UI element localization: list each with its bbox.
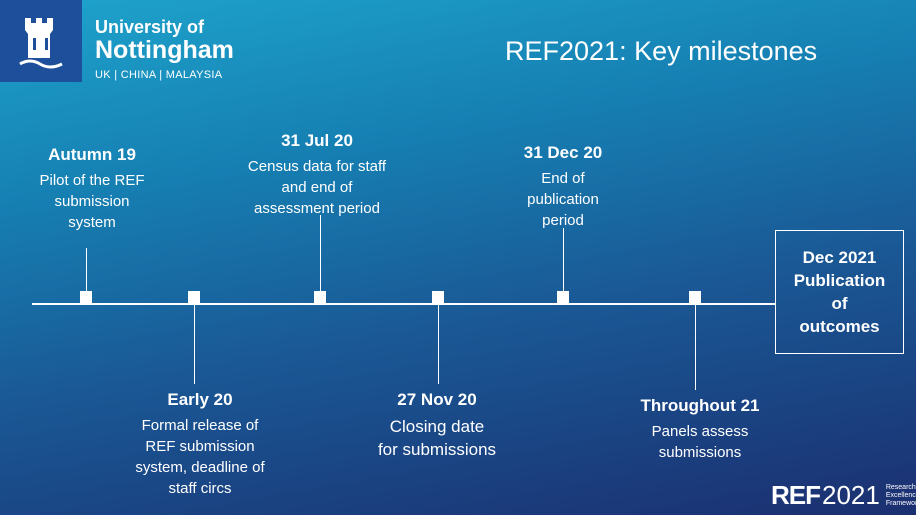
timeline-marker [557, 291, 569, 303]
ref-logo-sub: Excellence [885, 491, 916, 499]
logo-line1: University of [95, 17, 205, 37]
milestone-27-nov-20: 27 Nov 20 Closing date for submissions [378, 390, 496, 461]
milestone-desc: End of [541, 170, 585, 187]
milestone-heading: Throughout 21 [640, 396, 760, 415]
milestone-desc: Closing date [389, 417, 485, 436]
connector-line [194, 304, 195, 384]
timeline-axis [32, 303, 775, 305]
milestone-desc: and end of [281, 179, 353, 196]
milestone-heading: 31 Dec 20 [523, 143, 603, 162]
ref-logo-bold: REF [771, 480, 821, 510]
milestone-desc: for submissions [377, 440, 497, 459]
timeline-marker [314, 291, 326, 303]
final-line: outcomes [799, 317, 880, 336]
final-line: of [831, 294, 848, 313]
milestone-desc: Pilot of the REF [39, 172, 145, 189]
logo-line3: UK | CHINA | MALAYSIA [95, 69, 223, 81]
ref-logo-sub: Research [885, 483, 916, 491]
ref2021-logo: REF 2021 Research Excellence Framework [771, 480, 916, 511]
milestone-desc: system, deadline of [135, 459, 265, 476]
milestone-desc: Formal release of [141, 417, 259, 434]
ref-logo-year: 2021 [822, 480, 880, 510]
connector-line [563, 228, 564, 292]
milestone-desc: staff circs [168, 480, 232, 497]
milestone-31-dec-20: 31 Dec 20 End of publication period [524, 143, 602, 231]
milestone-throughout-21: Throughout 21 Panels assess submissions [641, 396, 760, 463]
slide-title: REF2021: Key milestones [505, 36, 818, 66]
connector-line [86, 248, 87, 292]
ref-logo-sub: Framework [885, 499, 916, 507]
timeline-marker [689, 291, 701, 303]
milestone-heading: 31 Jul 20 [281, 131, 353, 150]
milestone-desc: period [542, 212, 584, 229]
connector-line [438, 304, 439, 384]
milestone-desc: Panels assess [651, 423, 749, 440]
university-crest-logo [0, 0, 82, 82]
milestone-desc: Census data for staff [247, 158, 387, 175]
milestone-autumn-19: Autumn 19 Pilot of the REF submission sy… [39, 145, 144, 233]
milestone-desc: system [68, 214, 116, 231]
timeline-marker [80, 291, 92, 303]
milestone-desc: submission [54, 193, 130, 210]
connector-line [695, 304, 696, 390]
final-line: Publication [793, 271, 886, 290]
timeline-marker [188, 291, 200, 303]
university-name: University of Nottingham UK | CHINA | MA… [95, 18, 234, 81]
milestone-desc: publication [527, 191, 599, 208]
connector-line [320, 215, 321, 292]
milestone-desc: assessment period [254, 200, 380, 217]
milestone-desc: REF submission [145, 438, 255, 455]
milestone-heading: 27 Nov 20 [397, 390, 477, 409]
milestone-31-jul-20: 31 Jul 20 Census data for staff and end … [248, 131, 386, 219]
timeline-marker [432, 291, 444, 303]
ref-logo-subtitle: Research Excellence Framework [886, 484, 916, 508]
final-milestone-box: Dec 2021 Publication of outcomes [775, 230, 904, 354]
milestone-early-20: Early 20 Formal release of REF submissio… [135, 390, 264, 499]
milestone-heading: Autumn 19 [48, 145, 136, 164]
milestone-desc: submissions [658, 444, 742, 461]
milestone-heading: Early 20 [167, 390, 233, 409]
logo-line2: Nottingham [95, 36, 234, 64]
final-line: Dec 2021 [802, 248, 877, 267]
